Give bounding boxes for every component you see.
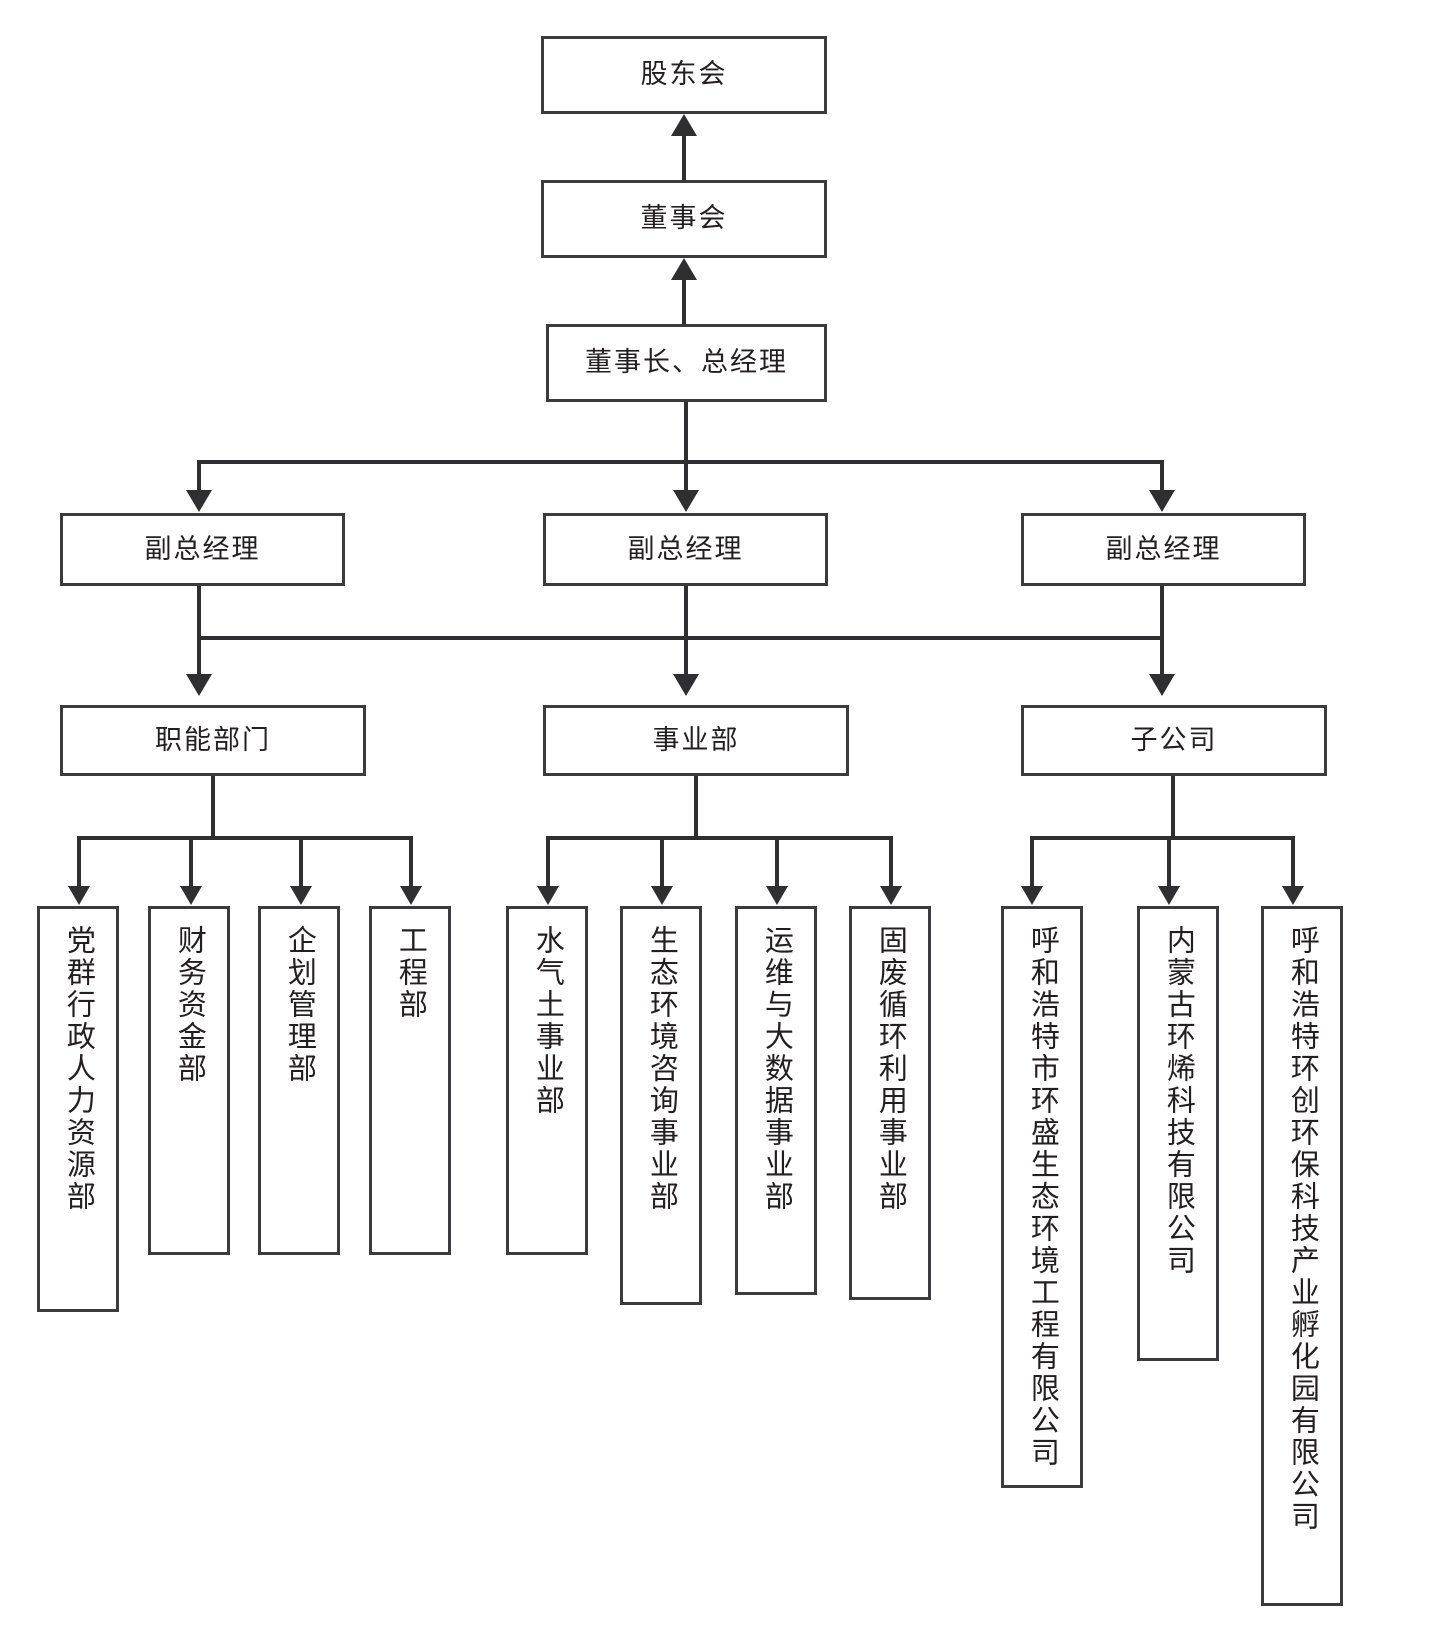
arrowhead-down-functional-4 [400, 886, 422, 905]
arrowhead-down-level5-3 [1149, 674, 1175, 696]
node-dept-planning-management[interactable]: 企划管理部 [258, 906, 340, 1255]
arrowhead-down-subsidiary-2 [1158, 886, 1180, 905]
arrowhead-down-subsidiary-1 [1021, 886, 1043, 905]
connector-vp-drop-3 [1160, 460, 1164, 496]
node-functional-departments[interactable]: 职能部门 [60, 705, 366, 776]
connector-vp1-out [197, 586, 201, 638]
node-vice-general-manager-3[interactable]: 副总经理 [1021, 513, 1306, 586]
connector-vp3-out [1160, 586, 1164, 638]
node-board-of-directors[interactable]: 董事会 [541, 180, 827, 258]
arrowhead-up-board [671, 258, 697, 280]
arrowhead-down-vp-1 [186, 490, 212, 512]
arrowhead-down-level5-1 [186, 674, 212, 696]
arrowhead-down-vp-3 [1149, 490, 1175, 512]
node-label: 副总经理 [144, 533, 261, 564]
connector-business-leg-2 [660, 836, 664, 890]
connector-business-drop [694, 776, 698, 838]
connector-subsidiary-leg-3 [1291, 836, 1295, 890]
arrowhead-down-functional-3 [290, 886, 312, 905]
node-unit-eco-environment-consulting[interactable]: 生态环境咨询事业部 [620, 906, 702, 1305]
connector-functional-leg-4 [409, 836, 413, 890]
arrowhead-down-business-4 [880, 886, 902, 905]
connector-functional-leg-1 [77, 836, 81, 890]
connector-chairman-to-board [682, 280, 686, 324]
node-business-units[interactable]: 事业部 [543, 705, 849, 776]
node-label: 企划管理部 [283, 925, 316, 1085]
arrowhead-down-vp-2 [673, 490, 699, 512]
arrowhead-down-functional-2 [180, 886, 202, 905]
node-label: 呼和浩特环创环保科技产业孵化园有限公司 [1286, 925, 1319, 1533]
node-label: 党群行政人力资源部 [62, 925, 95, 1213]
connector-business-leg-4 [889, 836, 893, 890]
node-shareholders-meeting[interactable]: 股东会 [541, 36, 827, 114]
node-label: 董事会 [640, 203, 728, 234]
connector-chairman-drop [684, 402, 688, 462]
connector-business-leg-3 [775, 836, 779, 890]
arrowhead-down-level5-2 [673, 674, 699, 696]
node-label: 子公司 [1130, 724, 1218, 755]
connector-vp-drop-2 [684, 460, 688, 496]
node-vice-general-manager-2[interactable]: 副总经理 [543, 513, 828, 586]
connector-subsidiary-leg-2 [1167, 836, 1171, 890]
node-label: 呼和浩特市环盛生态环境工程有限公司 [1026, 925, 1059, 1469]
node-dept-engineering[interactable]: 工程部 [369, 906, 451, 1255]
arrowhead-up-shareholders [671, 114, 697, 136]
connector-vp-drop-1 [197, 460, 201, 496]
connector-subsidiary-drop [1171, 776, 1175, 838]
connector-subsidiary-leg-1 [1030, 836, 1034, 890]
connector-vp-bus [197, 460, 1164, 464]
node-subsidiary-huanxi-technology[interactable]: 内蒙古环烯科技有限公司 [1137, 906, 1219, 1361]
node-dept-finance-funds[interactable]: 财务资金部 [148, 906, 230, 1255]
connector-vp2-out [684, 586, 688, 638]
connector-level5-bus [197, 636, 1164, 640]
node-label: 股东会 [640, 59, 728, 90]
connector-business-bus [546, 836, 889, 840]
arrowhead-down-functional-1 [68, 886, 90, 905]
node-label: 董事长、总经理 [585, 347, 788, 378]
node-subsidiaries[interactable]: 子公司 [1021, 705, 1327, 776]
connector-business-leg-1 [546, 836, 550, 890]
connector-functional-leg-2 [189, 836, 193, 890]
node-vice-general-manager-1[interactable]: 副总经理 [60, 513, 345, 586]
node-subsidiary-huansheng-eco-engineering[interactable]: 呼和浩特市环盛生态环境工程有限公司 [1001, 906, 1083, 1488]
connector-board-to-shareholders [682, 136, 686, 180]
node-label: 固废循环利用事业部 [874, 925, 907, 1213]
node-label: 财务资金部 [173, 925, 206, 1085]
node-unit-ops-bigdata[interactable]: 运维与大数据事业部 [735, 906, 817, 1295]
node-unit-water-air-soil[interactable]: 水气土事业部 [506, 906, 588, 1255]
connector-level5-drop-1 [197, 636, 201, 679]
node-label: 生态环境咨询事业部 [645, 925, 678, 1213]
node-unit-solid-waste-recycling[interactable]: 固废循环利用事业部 [849, 906, 931, 1300]
node-label: 工程部 [394, 925, 427, 1021]
arrowhead-down-subsidiary-3 [1282, 886, 1304, 905]
node-dept-party-admin-hr[interactable]: 党群行政人力资源部 [37, 906, 119, 1312]
connector-functional-drop [211, 776, 215, 838]
connector-level5-drop-2 [684, 636, 688, 679]
node-chairman-general-manager[interactable]: 董事长、总经理 [546, 324, 827, 402]
node-label: 内蒙古环烯科技有限公司 [1162, 925, 1195, 1277]
connector-functional-leg-3 [299, 836, 303, 890]
arrowhead-down-business-1 [537, 886, 559, 905]
node-label: 副总经理 [627, 533, 744, 564]
node-label: 职能部门 [155, 724, 271, 755]
node-subsidiary-huanchuang-incubator[interactable]: 呼和浩特环创环保科技产业孵化园有限公司 [1261, 906, 1343, 1606]
node-label: 事业部 [652, 724, 740, 755]
node-label: 水气土事业部 [531, 925, 564, 1117]
arrowhead-down-business-2 [651, 886, 673, 905]
connector-functional-bus [77, 836, 413, 840]
arrowhead-down-business-3 [766, 886, 788, 905]
connector-subsidiary-bus [1030, 836, 1293, 840]
node-label: 副总经理 [1105, 533, 1222, 564]
node-label: 运维与大数据事业部 [760, 925, 793, 1213]
connector-level5-drop-3 [1160, 636, 1164, 679]
